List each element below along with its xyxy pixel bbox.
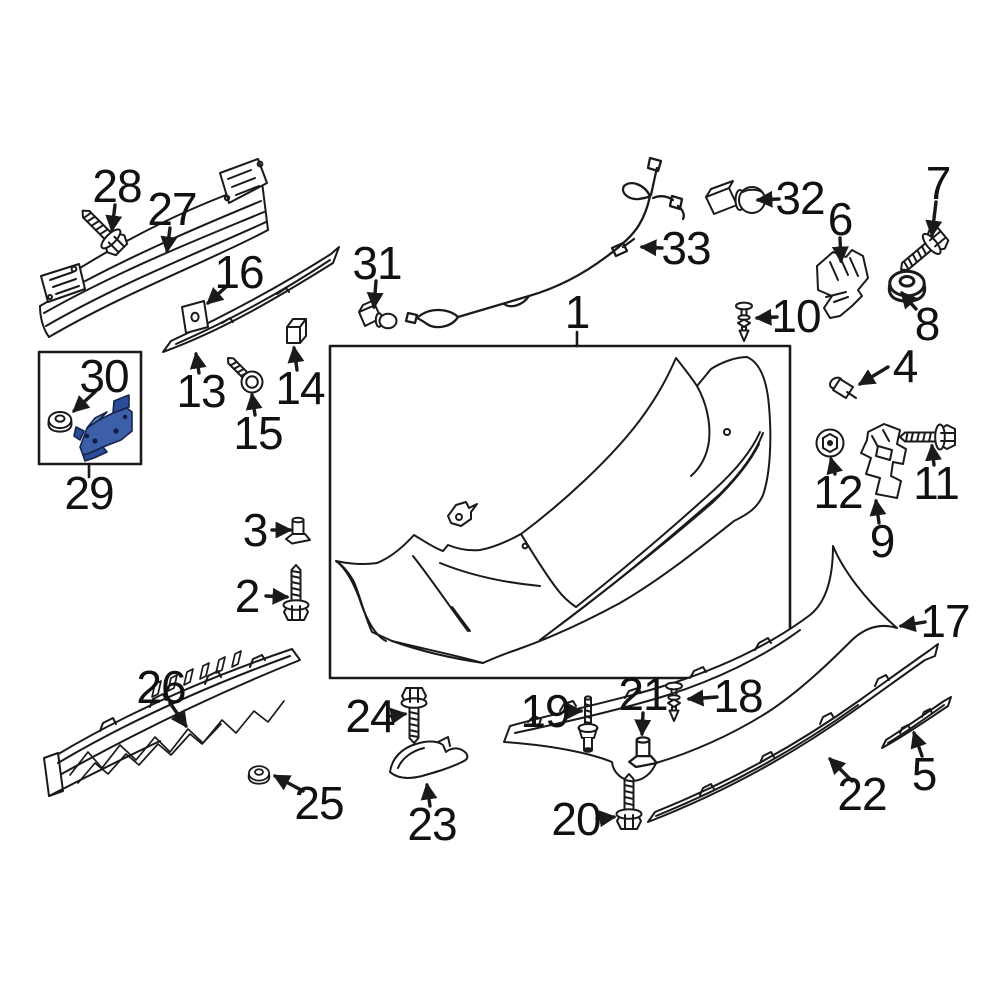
part-push-pin-10 bbox=[735, 301, 753, 342]
callout-21: 21 bbox=[618, 668, 668, 720]
callout-17: 17 bbox=[920, 595, 970, 647]
part-wire-harness bbox=[404, 156, 685, 329]
part-mount-bracket-highlighted bbox=[73, 394, 133, 462]
callout-8: 8 bbox=[914, 298, 941, 350]
callout-33: 33 bbox=[661, 222, 711, 274]
part-clip-nut-4 bbox=[829, 376, 857, 399]
callout-29: 29 bbox=[64, 467, 114, 519]
callout-28: 28 bbox=[92, 160, 142, 212]
callout-6: 6 bbox=[827, 193, 854, 245]
callout-9: 9 bbox=[869, 515, 896, 567]
part-screw-15 bbox=[219, 349, 268, 398]
callout-14: 14 bbox=[275, 362, 325, 414]
callout-24: 24 bbox=[345, 690, 395, 742]
part-bolt-11 bbox=[899, 423, 956, 451]
part-29-frame bbox=[37, 350, 143, 466]
part-impact-bar bbox=[39, 158, 269, 338]
callout-27: 27 bbox=[147, 183, 197, 235]
part-sensor-32 bbox=[705, 180, 766, 215]
part-lower-trim bbox=[647, 643, 939, 823]
part-bumper-cover bbox=[335, 356, 772, 664]
part-1-frame bbox=[328, 344, 792, 680]
part-shim-plate bbox=[181, 300, 209, 334]
callout-22: 22 bbox=[837, 768, 887, 820]
callout-3: 3 bbox=[242, 504, 269, 556]
callout-5: 5 bbox=[911, 748, 938, 800]
callout-26: 26 bbox=[136, 661, 186, 713]
part-bolt-20 bbox=[615, 773, 643, 830]
callout-12: 12 bbox=[813, 466, 863, 518]
callout-19: 19 bbox=[520, 685, 570, 737]
callout-7: 7 bbox=[925, 157, 952, 209]
callout-31: 31 bbox=[352, 237, 402, 289]
callout-2: 2 bbox=[234, 570, 261, 622]
callout-13: 13 bbox=[176, 365, 226, 417]
callout-20: 20 bbox=[551, 793, 601, 845]
part-flange-nut-30 bbox=[47, 411, 73, 433]
part-lower-molding bbox=[881, 696, 952, 749]
part-push-nut-12 bbox=[815, 428, 845, 458]
part-stud-19 bbox=[577, 695, 599, 753]
callout-10: 10 bbox=[771, 290, 821, 342]
callout-25: 25 bbox=[294, 777, 344, 829]
part-bolt-2 bbox=[282, 564, 310, 621]
callout-4: 4 bbox=[892, 340, 919, 392]
callout-18: 18 bbox=[713, 670, 763, 722]
part-square-nut bbox=[286, 318, 307, 344]
part-sensor-31 bbox=[358, 297, 398, 330]
part-flange-nut-25 bbox=[247, 765, 271, 785]
part-upper-rail bbox=[162, 246, 340, 353]
callout-16: 16 bbox=[214, 246, 264, 298]
callout-30: 30 bbox=[79, 350, 129, 402]
callout-23: 23 bbox=[407, 798, 457, 850]
callout-arrows bbox=[72, 190, 943, 828]
part-corner-trim bbox=[389, 736, 469, 779]
callout-1: 1 bbox=[564, 286, 591, 338]
callout-15: 15 bbox=[233, 407, 283, 459]
part-side-bracket-9 bbox=[860, 423, 907, 499]
callout-32: 32 bbox=[775, 172, 825, 224]
callout-11: 11 bbox=[913, 457, 960, 509]
